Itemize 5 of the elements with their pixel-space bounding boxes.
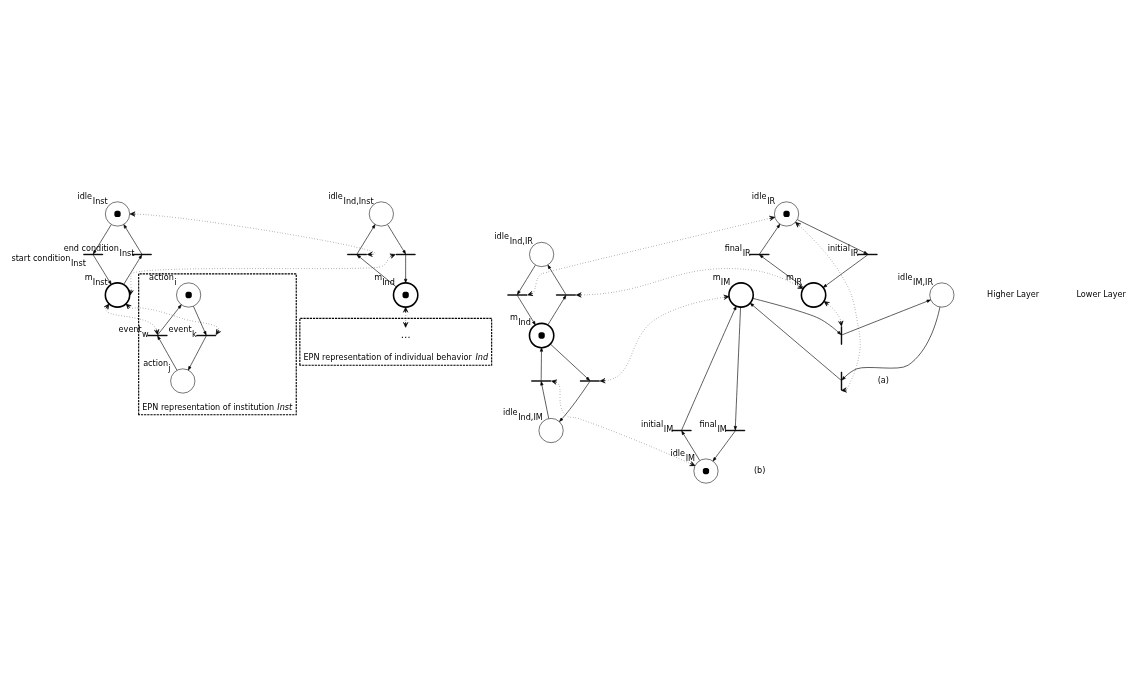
node-text: … — [400, 329, 411, 341]
label: (b) — [753, 465, 766, 476]
label: Lower Layer — [1076, 288, 1126, 299]
label: (a) — [877, 374, 889, 385]
label: Higher Layer — [987, 288, 1040, 299]
